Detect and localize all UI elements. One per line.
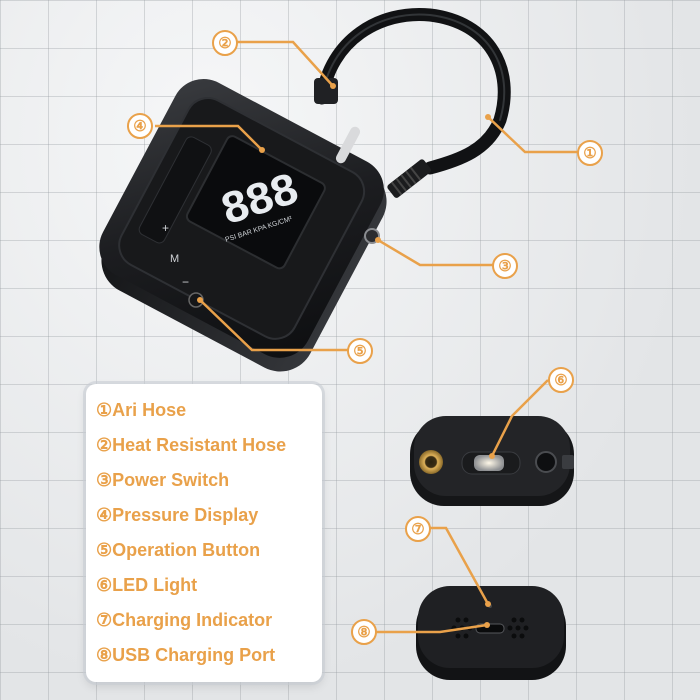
minus-button: − <box>182 275 189 289</box>
callout-lines <box>155 40 578 634</box>
device-end-usb <box>416 586 566 680</box>
callout-6: ⑥ <box>548 367 574 393</box>
legend-item-air-hose: ①Ari Hose <box>96 400 187 420</box>
callout-7: ⑦ <box>405 516 431 542</box>
mode-button: M <box>170 253 179 265</box>
legend-item-usb-charging-port: ⑧USB Charging Port <box>96 645 276 665</box>
hose-connector <box>387 159 432 198</box>
top-led <box>335 126 361 164</box>
pressure-screen <box>185 135 326 270</box>
legend-item-pressure-display: ④Pressure Display <box>96 505 259 525</box>
callout-8: ⑧ <box>351 619 377 645</box>
legend-item-operation-button: ⑤Operation Button <box>96 540 261 560</box>
callout-2: ② <box>212 30 238 56</box>
legend-item-led-light: ⑥LED Light <box>96 575 198 595</box>
callout-4: ④ <box>127 113 153 139</box>
feature-legend: ①Ari Hose ②Heat Resistant Hose ③Power Sw… <box>86 384 322 682</box>
device-end-led <box>410 416 574 506</box>
plus-button: + <box>162 221 169 235</box>
callout-3: ③ <box>492 253 518 279</box>
pump-device <box>99 78 387 372</box>
legend-item-heat-resistant-hose: ②Heat Resistant Hose <box>96 435 287 455</box>
legend-item-charging-indicator: ⑦Charging Indicator <box>96 610 273 630</box>
callout-1: ① <box>577 140 603 166</box>
legend-item-power-switch: ③Power Switch <box>96 470 230 490</box>
heat-resistant-connector <box>314 78 338 104</box>
callout-5: ⑤ <box>347 338 373 364</box>
